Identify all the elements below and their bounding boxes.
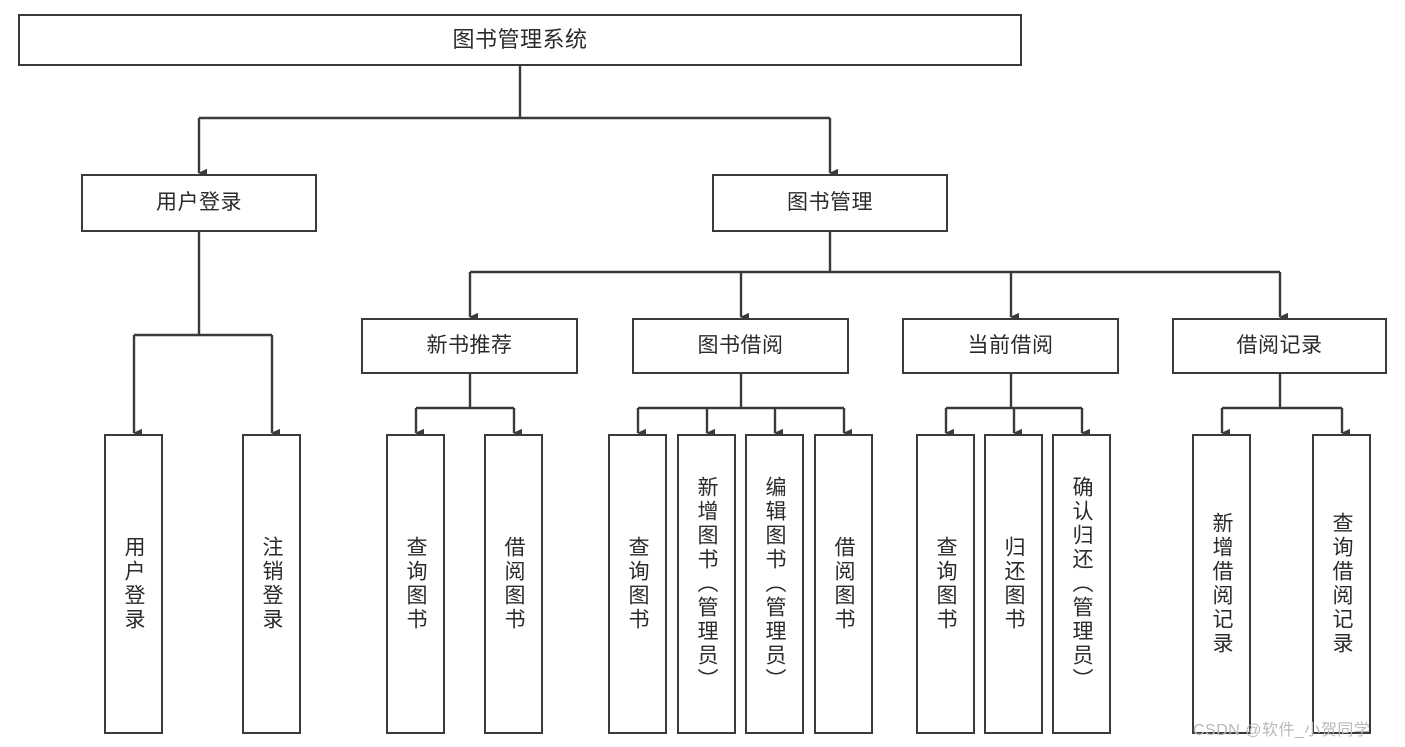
node-records[interactable]: 借阅记录 (1172, 318, 1387, 374)
node-label: 编辑图书（管理员） (763, 476, 786, 692)
node-label: 查询图书 (404, 536, 427, 632)
node-label: 用户登录 (122, 536, 145, 632)
node-bookmgmt[interactable]: 图书管理 (712, 174, 948, 232)
node-leaf3[interactable]: 查询图书 (386, 434, 445, 734)
node-leaf13[interactable]: 查询借阅记录 (1312, 434, 1371, 734)
node-login[interactable]: 用户登录 (81, 174, 317, 232)
node-leaf1[interactable]: 用户登录 (104, 434, 163, 734)
node-label: 查询图书 (626, 536, 649, 632)
node-label: 图书管理 (787, 190, 873, 214)
node-label: 图书管理系统 (452, 27, 588, 53)
node-leaf8[interactable]: 借阅图书 (814, 434, 873, 734)
node-label: 借阅图书 (832, 536, 855, 632)
node-label: 注销登录 (260, 536, 283, 632)
node-leaf12[interactable]: 新增借阅记录 (1192, 434, 1251, 734)
edge-group (132, 66, 1350, 438)
node-label: 图书借阅 (697, 333, 784, 357)
node-label: 借阅图书 (502, 536, 525, 632)
node-label: 新增图书（管理员） (695, 476, 718, 692)
node-current[interactable]: 当前借阅 (902, 318, 1119, 374)
node-label: 确认归还（管理员） (1070, 476, 1093, 692)
node-label: 新书推荐 (426, 333, 513, 357)
node-leaf5[interactable]: 查询图书 (608, 434, 667, 734)
node-leaf6[interactable]: 新增图书（管理员） (677, 434, 736, 734)
node-label: 用户登录 (156, 190, 242, 214)
node-leaf4[interactable]: 借阅图书 (484, 434, 543, 734)
node-leaf11[interactable]: 确认归还（管理员） (1052, 434, 1111, 734)
node-label: 查询借阅记录 (1330, 512, 1353, 656)
csdn-watermark: CSDN @软件_小贺同学 (1193, 722, 1371, 739)
node-borrow[interactable]: 图书借阅 (632, 318, 849, 374)
node-label: 查询图书 (934, 536, 957, 632)
node-label: 归还图书 (1002, 536, 1025, 632)
node-label: 新增借阅记录 (1210, 512, 1233, 656)
node-leaf7[interactable]: 编辑图书（管理员） (745, 434, 804, 734)
node-root[interactable]: 图书管理系统 (18, 14, 1022, 66)
node-leaf2[interactable]: 注销登录 (242, 434, 301, 734)
node-leaf9[interactable]: 查询图书 (916, 434, 975, 734)
node-label: 借阅记录 (1236, 333, 1323, 357)
node-label: 当前借阅 (967, 333, 1054, 357)
node-leaf10[interactable]: 归还图书 (984, 434, 1043, 734)
node-newbook[interactable]: 新书推荐 (361, 318, 578, 374)
